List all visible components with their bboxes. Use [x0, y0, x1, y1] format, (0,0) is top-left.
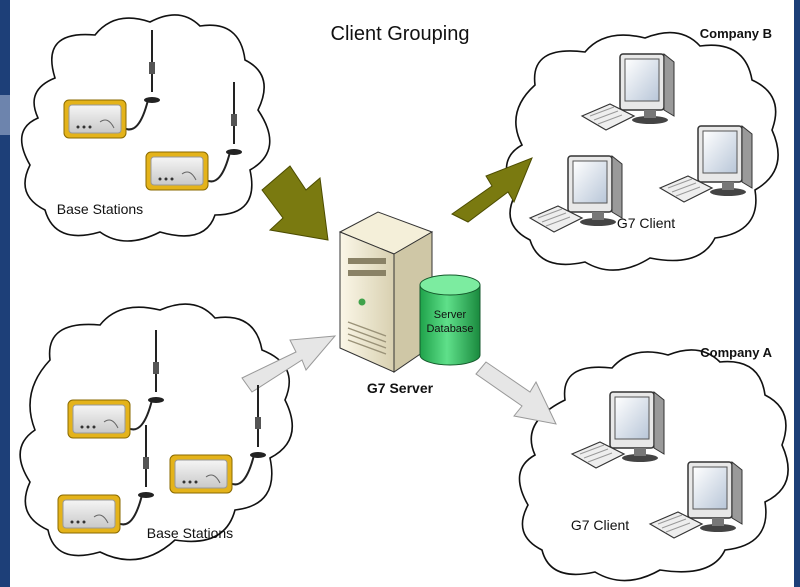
- base-stations-label-top: Base Stations: [57, 201, 143, 217]
- arrow-stations-to-server-muted: [241, 335, 337, 393]
- diagram-title: Client Grouping: [331, 23, 470, 45]
- arrow-server-to-company-b: [451, 157, 533, 223]
- g7-server-label: G7 Server: [367, 380, 434, 396]
- g7-client-label-company-a: G7 Client: [571, 517, 629, 533]
- frame-accent: [0, 95, 10, 135]
- database-label-line1: Server: [434, 309, 467, 321]
- g7-client-label-company-b: G7 Client: [617, 215, 675, 231]
- tower-server-icon: [338, 211, 434, 373]
- base-stations-label-bottom: Base Stations: [147, 525, 233, 541]
- database-cylinder-icon: [419, 274, 481, 366]
- company-a-label: Company A: [700, 345, 772, 360]
- arrow-server-to-company-a-muted: [475, 361, 557, 425]
- arrow-stations-to-server: [261, 165, 329, 241]
- company-b-label: Company B: [700, 26, 772, 41]
- database-label-line2: Database: [426, 323, 473, 335]
